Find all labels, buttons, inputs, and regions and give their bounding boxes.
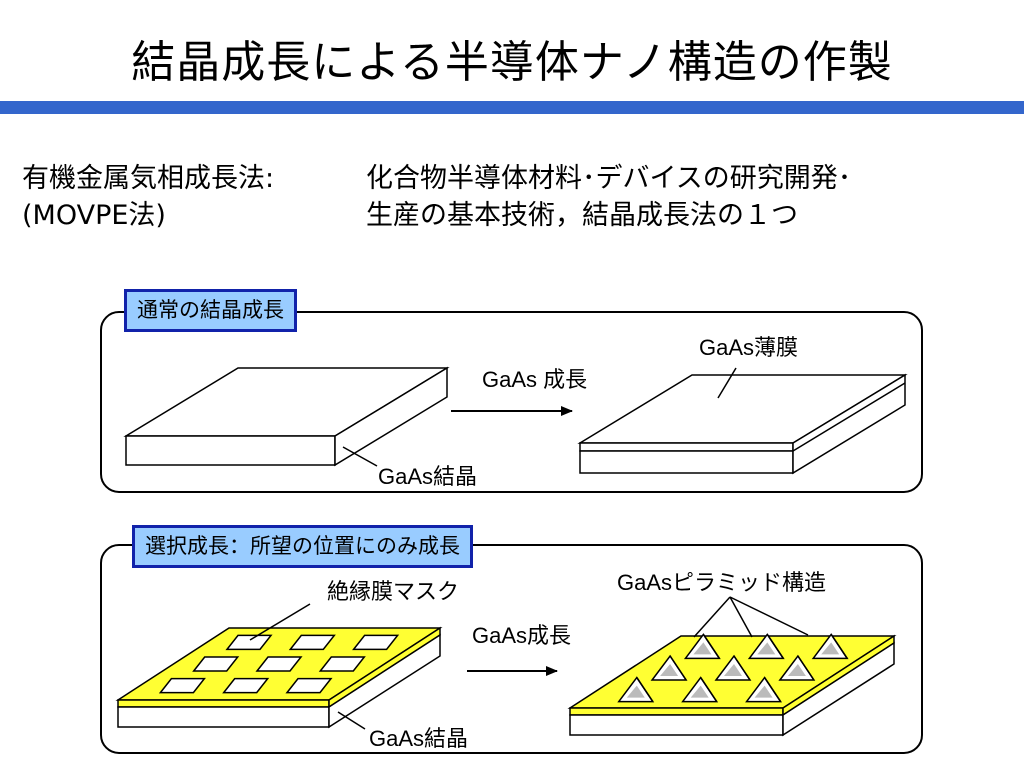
- intro-desc-line1: 化合物半導体材料･デバイスの研究開発･: [366, 163, 852, 194]
- gaas-pyramid: [650, 654, 688, 681]
- pyramid-group: [617, 633, 849, 703]
- gaas-pyramid: [778, 654, 816, 681]
- title-underline-bar: [0, 101, 1024, 114]
- intro-term-line1: 有機金属気相成長法:: [22, 163, 275, 194]
- intro-term-line2: (MOVPE法): [22, 200, 166, 231]
- gaas-pyramid: [714, 654, 752, 681]
- gaas-pyramid: [745, 676, 783, 703]
- page-title: 結晶成長による半導体ナノ構造の作製: [131, 37, 893, 88]
- panel1-film-pointer: [717, 367, 737, 399]
- gaas-pyramid: [617, 676, 655, 703]
- mask-window: [285, 677, 333, 694]
- mask-window: [192, 656, 240, 672]
- panel1-heading: 通常の結晶成長: [124, 289, 297, 332]
- gaas-pyramid: [681, 676, 719, 703]
- panel2-heading: 選択成長：所望の位置にのみ成長: [132, 525, 473, 568]
- mask-window: [225, 634, 273, 651]
- gaas-pyramid: [811, 633, 849, 660]
- panel1-growth-label: GaAs 成長: [482, 367, 588, 392]
- panel1-substrate-label: GaAs結晶: [378, 464, 478, 489]
- gaas-pyramid: [683, 633, 721, 660]
- mask-window-group: [158, 634, 400, 694]
- panel2-substrate-pointer: [337, 711, 366, 730]
- mask-window: [318, 656, 366, 672]
- panel1-substrate-pointer: [342, 446, 378, 467]
- mask-window: [288, 634, 336, 651]
- mask-window: [222, 677, 270, 694]
- panel2-pyramid-label: GaAsピラミッド構造: [617, 570, 827, 595]
- panel1-substrate-after: [577, 373, 908, 475]
- panel1-film-label: GaAs薄膜: [699, 335, 799, 360]
- panel2-mask-label: 絶縁膜マスク: [327, 579, 460, 604]
- panel2-growth-label: GaAs成長: [472, 623, 572, 648]
- intro-desc-line2: 生産の基本技術，結晶成長法の１つ: [366, 200, 798, 231]
- mask-window: [255, 656, 303, 672]
- mask-pointer: [249, 603, 311, 641]
- gaas-pyramid: [747, 633, 785, 660]
- mask-window: [352, 634, 400, 651]
- panel2-substrate-label: GaAs結晶: [369, 726, 469, 751]
- mask-window: [158, 677, 206, 694]
- pyramid-pointer-lines: [693, 596, 809, 638]
- panel1-substrate-before: [123, 366, 450, 467]
